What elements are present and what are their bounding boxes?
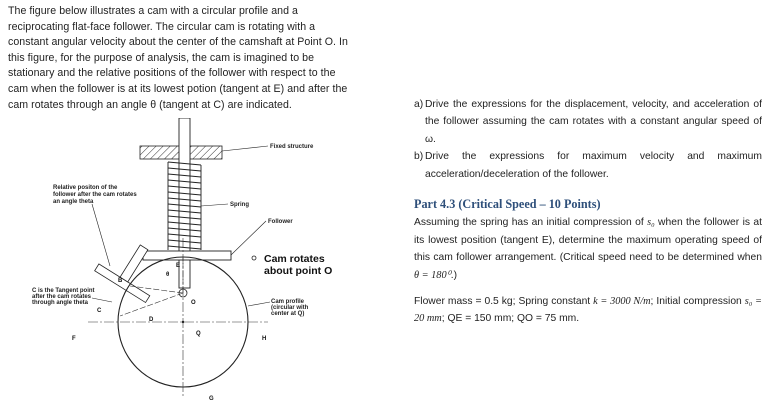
task-a: a) Drive the expressions for the displac…: [414, 96, 762, 148]
intro-line: this figure, for the purpose of analysis…: [8, 51, 315, 64]
label-profile-1: Cam profile: [271, 299, 305, 305]
follower-face: [142, 250, 232, 261]
part-paragraph-2: Flower mass = 0.5 kg; Spring constant k …: [414, 296, 762, 325]
part-heading: Part 4.3 (Critical Speed – 10 Points): [414, 197, 601, 212]
task-b-label: b): [414, 151, 424, 163]
symbol-s0: s₀: [647, 217, 655, 229]
point-B: B: [118, 278, 123, 284]
point-G: G: [209, 396, 214, 402]
task-b-text: Drive the expressions for maximum veloci…: [425, 151, 762, 180]
label-profile-3: center at Q): [271, 311, 304, 317]
point-O-marker: [178, 288, 188, 298]
point-D: D: [149, 317, 154, 323]
questions-column: a) Drive the expressions for the displac…: [414, 96, 762, 328]
fixed-structure-right: [189, 145, 223, 160]
point-F: F: [72, 336, 76, 342]
follower-stem: [178, 118, 191, 289]
intro-line: constant angular velocity about the cent…: [8, 36, 348, 49]
spring-constant: k = 3000 N/m: [593, 296, 651, 308]
angle-theta: θ: [166, 272, 169, 278]
point-O: O: [191, 300, 196, 306]
intro-line: The figure below illustrates a cam with …: [8, 5, 298, 17]
part-paragraph-1: Assuming the spring has an initial compr…: [414, 217, 762, 281]
label-relative-1: Relative positon of the: [53, 185, 118, 191]
theta-value: θ = 180⁰: [414, 269, 451, 281]
rotated-follower: [94, 244, 151, 304]
label-spring: Spring: [230, 202, 249, 208]
point-C: C: [97, 308, 102, 314]
label-tangent-1: C is the Tangent point: [32, 288, 95, 294]
fixed-structure-left: [139, 145, 181, 160]
point-E: E: [176, 263, 180, 269]
task-a-text: Drive the expressions for the displaceme…: [425, 99, 762, 145]
label-fixed-structure: Fixed structure: [270, 144, 314, 150]
label-tangent-3: through angle theta: [32, 300, 89, 306]
intro-line: reciprocating flat-face follower. The ci…: [8, 20, 316, 33]
intro-paragraph: The figure below illustrates a cam with …: [8, 4, 360, 113]
spring: [167, 161, 202, 250]
label-tangent-2: after the cam rotates: [32, 294, 92, 300]
initial-compression: s₀ = 20 mm: [414, 296, 762, 325]
label-relative-2: follower after the cam rotates: [53, 192, 137, 198]
label-follower: Follower: [268, 219, 293, 225]
intro-line: stationary and the relative positions of…: [8, 67, 336, 80]
task-b: b) Drive the expressions for maximum vel…: [414, 148, 762, 183]
label-cam-rotates-1: Cam rotates: [264, 253, 325, 265]
point-Q: Q: [196, 331, 201, 337]
task-a-label: a): [414, 99, 424, 110]
label-cam-rotates-2: about point O: [264, 265, 332, 277]
cam-follower-diagram: Fixed structure Spring Follower Relative…: [32, 118, 332, 402]
point-Q-marker: [181, 320, 185, 324]
label-relative-3: an angle theta: [53, 199, 94, 205]
intro-line: cam rotates through an angle θ (tangent …: [8, 98, 292, 111]
label-profile-2: (circular with: [271, 305, 309, 311]
point-H: H: [262, 336, 266, 342]
intro-line: cam when the follower is at its lowest p…: [8, 82, 348, 95]
